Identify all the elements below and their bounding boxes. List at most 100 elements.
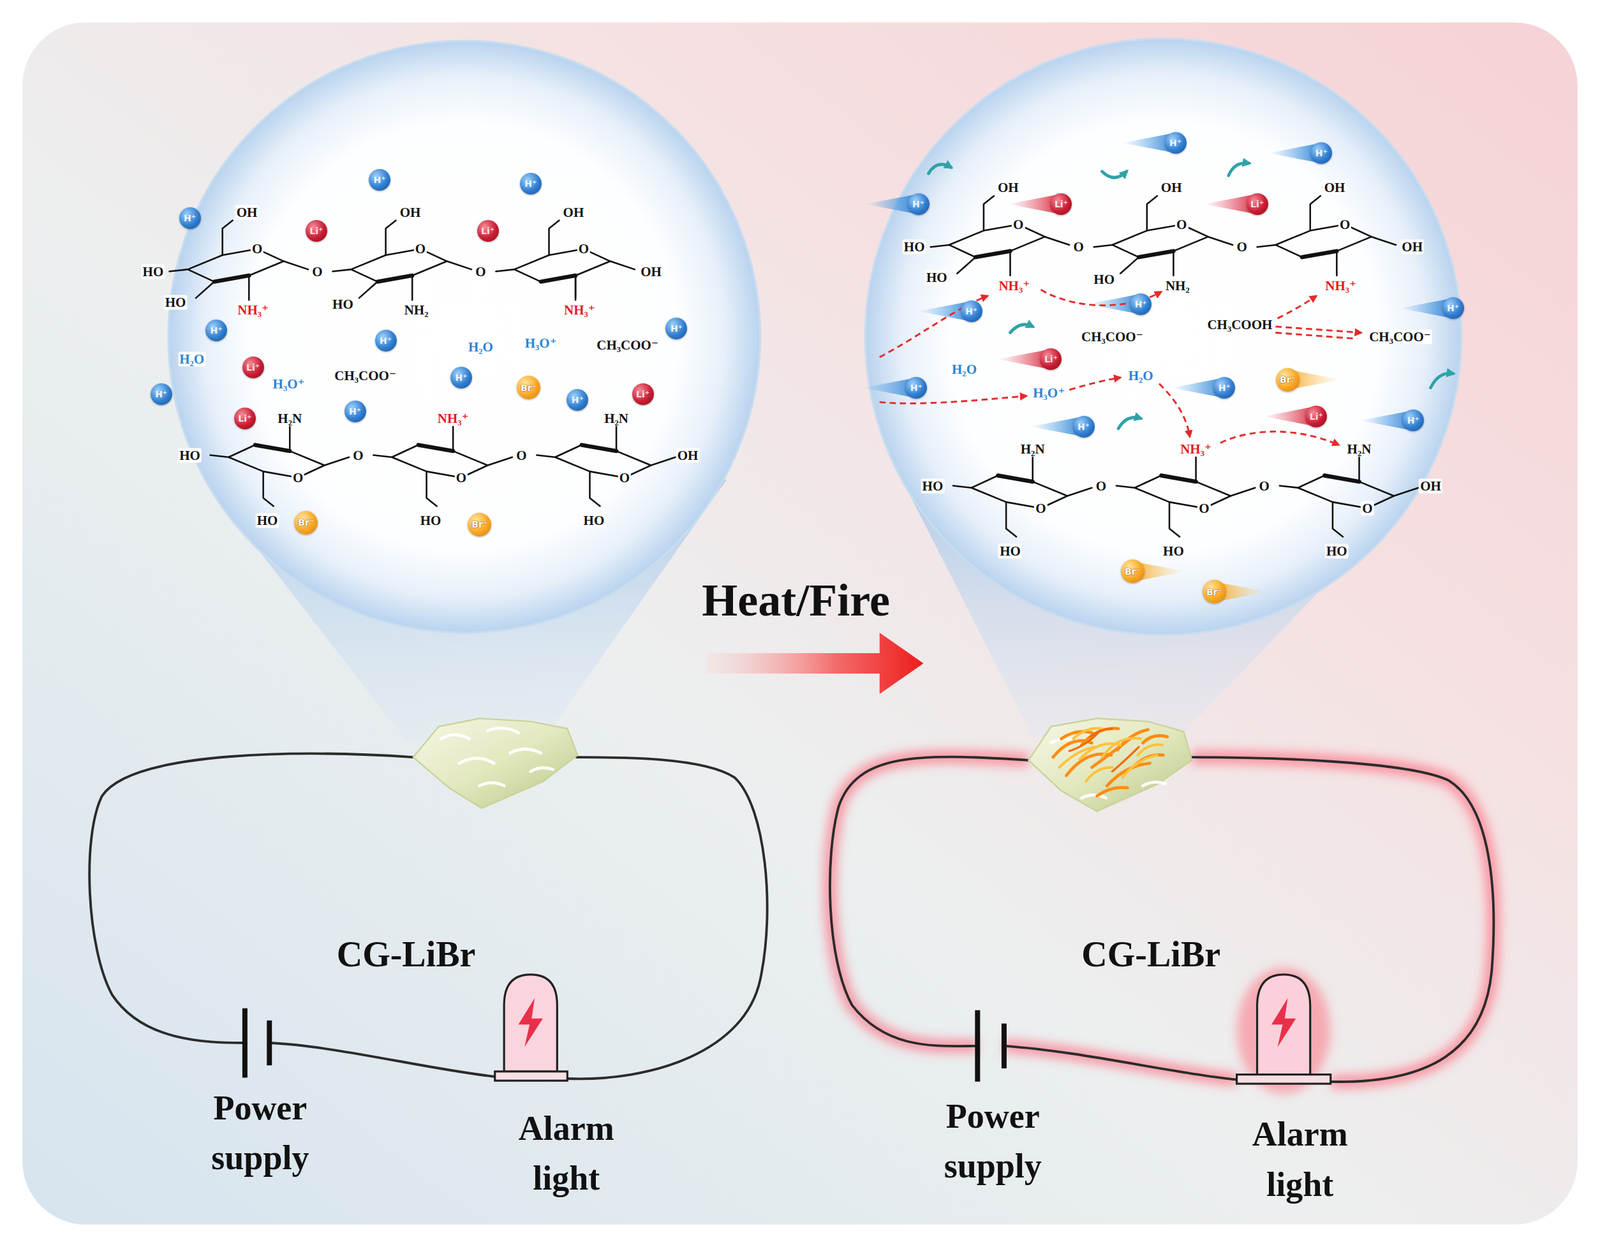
magnified-bubble bbox=[865, 38, 1461, 635]
chemical-label: OH bbox=[1323, 180, 1347, 196]
hydrogel-piece bbox=[413, 718, 578, 809]
chitosan-chain bbox=[1116, 457, 1256, 538]
chemical-label: O bbox=[1175, 216, 1188, 232]
ion-symbol: H⁺ bbox=[1446, 303, 1460, 313]
heat-arrow bbox=[706, 632, 924, 695]
ion-ball: H⁺ bbox=[1129, 293, 1152, 316]
ion-ball: H⁺ bbox=[519, 172, 542, 195]
chemical-label: HO bbox=[1161, 543, 1186, 559]
chitosan-chain bbox=[1094, 195, 1234, 276]
ion-symbol: H⁺ bbox=[1134, 299, 1148, 309]
chemical-label: HO bbox=[1092, 272, 1116, 288]
transport-path bbox=[1275, 333, 1357, 340]
chemical-label: HO bbox=[921, 478, 945, 494]
chemical-label: O bbox=[1034, 500, 1047, 516]
ion-symbol: Br⁻ bbox=[1279, 375, 1296, 385]
hopping-arrow bbox=[1009, 324, 1033, 334]
ion-ball: Li⁺ bbox=[1246, 193, 1269, 215]
ion-symbol: H⁺ bbox=[210, 325, 223, 335]
chemical-label: O bbox=[250, 241, 264, 257]
ion-ball: H⁺ bbox=[150, 383, 173, 406]
flame bbox=[1089, 728, 1112, 737]
device-label: Power supply bbox=[186, 1083, 334, 1184]
chemical-label: O bbox=[291, 470, 305, 485]
chitosan-chain bbox=[169, 220, 309, 301]
flame bbox=[1111, 747, 1139, 772]
flame bbox=[1053, 728, 1168, 797]
transport-path bbox=[1069, 377, 1121, 390]
chemical-label: HO bbox=[255, 512, 280, 528]
ion-ball: Br⁻ bbox=[467, 512, 492, 537]
chemical-label: HO bbox=[902, 239, 927, 255]
chemical-label: O bbox=[1338, 216, 1352, 232]
chemical-label: OH bbox=[398, 204, 423, 220]
ion-ball: H⁺ bbox=[375, 329, 397, 352]
chemical-label: OH bbox=[639, 264, 663, 279]
transport-path bbox=[1220, 431, 1340, 446]
material-label: CG-LiBr bbox=[336, 936, 476, 973]
device-label: Power supply bbox=[919, 1090, 1067, 1192]
chemical-label: NH₃⁺ bbox=[436, 410, 471, 426]
flame bbox=[1142, 735, 1167, 743]
alarm-lamp bbox=[495, 974, 1331, 1084]
ion-ball: Li⁺ bbox=[1305, 405, 1327, 428]
alarm-lamp bbox=[503, 974, 557, 1072]
chemical-label: OH bbox=[1418, 478, 1443, 494]
alarm-lamp bbox=[1237, 1074, 1331, 1084]
chemical-label: CH₃COO⁻ bbox=[1080, 329, 1145, 344]
chemical-label: O bbox=[577, 241, 591, 257]
ion-ball: Br⁻ bbox=[1202, 579, 1227, 604]
ion-ball: H⁺ bbox=[1442, 297, 1465, 319]
magnified-bubble bbox=[168, 40, 761, 633]
flame bbox=[1069, 728, 1139, 772]
ion-symbol: H⁺ bbox=[1077, 422, 1090, 432]
circuit-glow bbox=[1004, 1046, 1238, 1081]
ion-ball: H⁺ bbox=[1073, 415, 1095, 438]
chemical-label: O bbox=[474, 264, 487, 279]
ion-symbol: H⁺ bbox=[373, 175, 386, 185]
chitosan-chain bbox=[574, 275, 577, 298]
transport-path bbox=[879, 289, 1362, 445]
ion-symbol: Li⁺ bbox=[481, 226, 495, 236]
alarm-lamp bbox=[1271, 998, 1296, 1048]
circuit-wire bbox=[89, 754, 1494, 1082]
chemical-label: HO bbox=[1325, 543, 1349, 559]
ion-symbol: H⁺ bbox=[379, 336, 392, 346]
heat-arrow bbox=[706, 632, 924, 695]
ion-symbol: Br⁻ bbox=[1124, 567, 1141, 577]
ion-symbol: H⁺ bbox=[183, 213, 196, 223]
ion-ball: Li⁺ bbox=[305, 220, 328, 242]
ion-symbol: H⁺ bbox=[454, 373, 467, 383]
ion-trail bbox=[863, 132, 1454, 603]
chemical-label: OH bbox=[996, 180, 1021, 196]
hopping-arrow bbox=[928, 163, 1454, 429]
chemical-label: H₂O bbox=[466, 339, 495, 355]
circuit-glow bbox=[829, 757, 1029, 1047]
ion-ball: H⁺ bbox=[344, 400, 367, 423]
chemical-label: CH₃COO⁻ bbox=[333, 368, 398, 383]
device-label: Alarm light bbox=[1226, 1109, 1374, 1210]
ion-symbol: Br⁻ bbox=[297, 518, 314, 527]
battery-symbol bbox=[1001, 1023, 1007, 1069]
chitosan-chain bbox=[195, 257, 1139, 298]
chemical-label: NH₃⁺ bbox=[997, 278, 1031, 293]
chemical-label: H₂O bbox=[950, 362, 978, 378]
hopping-arrow bbox=[1101, 171, 1126, 178]
process-label: Heat/Fire bbox=[701, 577, 890, 624]
circuit-wire bbox=[567, 757, 767, 1079]
chemical-label: NH₂ bbox=[403, 303, 430, 318]
chitosan-chain bbox=[1257, 195, 1397, 276]
chemical-label: H₂O bbox=[177, 352, 206, 367]
chitosan-chain bbox=[495, 220, 635, 301]
chemical-label: CH₃COO⁻ bbox=[1367, 329, 1433, 344]
ion-symbol: H⁺ bbox=[670, 324, 683, 334]
flame bbox=[1053, 728, 1168, 797]
chemical-label: O bbox=[414, 241, 427, 257]
magnified-bubble bbox=[168, 38, 1462, 635]
chemical-label: HO bbox=[582, 512, 607, 528]
alarm-lamp bbox=[495, 1071, 568, 1081]
chemical-label: CH₃COOH bbox=[1205, 317, 1274, 332]
ion-ball: Li⁺ bbox=[632, 383, 654, 406]
chemical-label: O bbox=[514, 447, 528, 463]
ion-symbol: Br⁻ bbox=[471, 519, 488, 529]
